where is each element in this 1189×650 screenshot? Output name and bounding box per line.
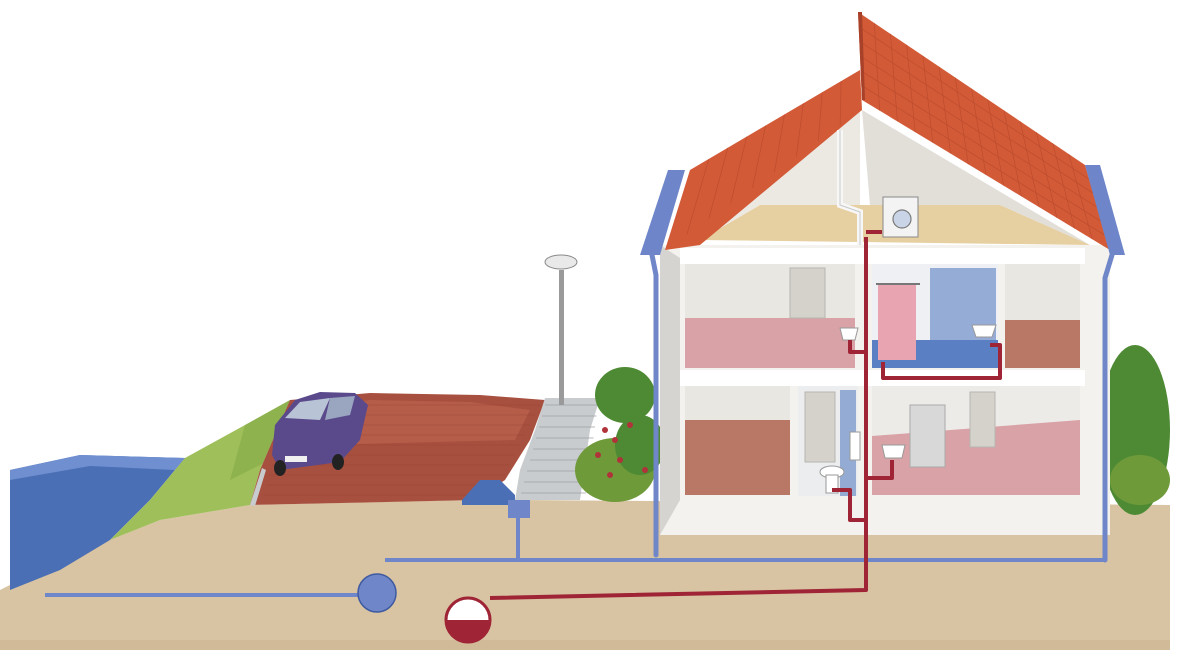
car-windshield xyxy=(285,398,330,420)
flower xyxy=(595,452,601,458)
upper-left-door xyxy=(789,267,826,319)
roof-tile-line xyxy=(752,125,766,188)
grass-shade xyxy=(230,400,290,480)
upper-left-room-wall xyxy=(685,264,855,318)
roof-tile-row xyxy=(858,26,1090,180)
flower xyxy=(602,427,608,433)
soil-band xyxy=(0,640,1170,650)
roof-right xyxy=(858,12,1110,250)
sink-upper-right xyxy=(971,324,997,338)
upper-right-room-floor xyxy=(1005,320,1080,368)
street-gully-water xyxy=(462,480,515,505)
car-side-window xyxy=(325,396,355,420)
roof-tile-row xyxy=(859,55,1098,208)
kitchen-cabinet xyxy=(909,404,946,468)
washing-machine-icon xyxy=(882,196,919,238)
downpipe-left xyxy=(649,252,659,558)
grass-embankment xyxy=(110,400,290,540)
car-plate xyxy=(285,456,307,462)
lamp-post xyxy=(559,270,564,405)
storm-downpipes xyxy=(649,252,1115,563)
sink-kitchen xyxy=(881,444,906,459)
roof-fascia-left xyxy=(640,170,685,255)
canal-bank xyxy=(10,455,185,480)
vent-stack-outline xyxy=(839,130,861,245)
lower-left-room-wall xyxy=(685,386,790,420)
street-gully xyxy=(508,500,530,518)
shrub-mid xyxy=(615,415,665,475)
roof-tile-line xyxy=(708,147,729,219)
toilet-room-tiles xyxy=(840,390,856,496)
roof-tile-line xyxy=(795,103,804,157)
roof-right-edge xyxy=(858,12,865,100)
shower-curtain xyxy=(878,285,916,360)
sink-upper-left xyxy=(839,327,859,341)
roof-tile-line xyxy=(817,92,823,142)
sink-icon xyxy=(839,324,997,459)
roof-tile-row xyxy=(860,70,1102,222)
kitchen-door xyxy=(969,391,996,448)
shrub-palm xyxy=(595,367,655,423)
storm-water-network xyxy=(45,518,1105,597)
toilet-tank xyxy=(849,431,861,461)
garden-flowers xyxy=(595,422,648,478)
sewage-network xyxy=(489,230,1002,600)
storm-sewer-manhole xyxy=(357,573,397,613)
car-wheel-rear xyxy=(332,454,344,470)
roof-tile-line xyxy=(839,81,842,126)
washing-machine-drum xyxy=(892,209,912,229)
upper-left-room-floor xyxy=(685,318,855,368)
shrub-right-low xyxy=(1110,455,1170,505)
sewage-main-stack xyxy=(489,237,868,600)
flower xyxy=(607,472,613,478)
sidewalk-pattern xyxy=(521,404,598,494)
roof-tiles xyxy=(686,22,1107,240)
sewage-kitchen-branch xyxy=(866,460,894,480)
upper-floor-slab xyxy=(680,248,1085,264)
car-icon xyxy=(272,392,368,476)
roof-tile-line xyxy=(730,136,748,204)
flower xyxy=(642,467,648,473)
shower-icon xyxy=(876,283,920,360)
roof-tile-row xyxy=(859,41,1094,194)
upper-right-room-wall xyxy=(1005,264,1080,320)
driveway-curb xyxy=(250,468,266,506)
downpipe-right xyxy=(1102,252,1115,563)
roof-tile-row xyxy=(861,85,1107,237)
flower xyxy=(627,422,633,428)
street-lamp-icon xyxy=(544,254,578,405)
attic-wall-right xyxy=(862,110,1090,245)
house-wall-shadow xyxy=(660,245,680,535)
soil-ground xyxy=(0,500,1170,650)
car-wheel-front xyxy=(274,460,286,476)
roof-tile-line xyxy=(686,158,710,235)
flower xyxy=(617,457,623,463)
canal-water xyxy=(10,455,185,590)
roof-tile-line xyxy=(774,114,785,173)
lamp-head xyxy=(544,254,578,270)
roof-fascia-right xyxy=(1085,165,1125,255)
sewage-toilet-branch xyxy=(832,488,866,522)
toilet-room-door xyxy=(804,391,836,463)
flower xyxy=(612,437,618,443)
roof-left xyxy=(665,70,862,250)
sewage-bath-branch xyxy=(881,343,1002,380)
garden-shrubs xyxy=(575,345,1170,515)
lower-left-room-floor xyxy=(685,420,790,495)
washing-machine-body xyxy=(882,196,919,238)
sewage-manhole-fill xyxy=(446,620,490,642)
sewage-upper-left-branch xyxy=(848,340,866,354)
